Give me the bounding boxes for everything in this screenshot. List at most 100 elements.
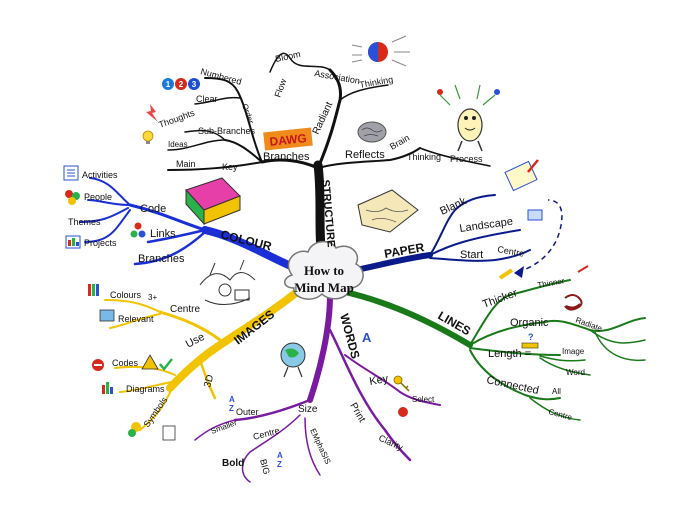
brain-icon [357, 121, 387, 143]
images-relevant: Relevant [118, 314, 154, 324]
lines-branch-lines [342, 279, 646, 421]
lines-length: Length = [488, 348, 531, 360]
colour-activities: Activities [82, 170, 118, 180]
lines-thicker: Thicker [481, 287, 519, 311]
colour-projects: Projects [84, 238, 117, 248]
colour-branches: Branches [138, 253, 185, 265]
projects-icon [65, 235, 81, 249]
checkmark-icon [159, 358, 173, 372]
images-colours: Colours [110, 290, 142, 300]
words-branch-lines [194, 292, 441, 483]
lines-radiate: Radiate [574, 315, 604, 333]
select-number-icon [398, 407, 408, 417]
structure-branches: Branches [263, 151, 310, 163]
sort-az-icon-outer: A Z [229, 395, 235, 413]
lines-image: Image [562, 347, 585, 356]
images-symbols: Symbols [141, 395, 169, 429]
no-entry-icon [92, 359, 104, 371]
association-head-icon [351, 35, 410, 67]
organic-swirl-icon [564, 294, 583, 311]
central-cloud: How to Mind Map [284, 240, 364, 300]
images-colours-num: 3+ [148, 293, 157, 302]
notepad-icon [504, 159, 539, 192]
key-icon [393, 375, 410, 392]
structure-thinking2: Thinking [407, 152, 441, 162]
colour-links: Links [150, 228, 176, 240]
sort-az-icon-centre: A Z [277, 451, 283, 469]
sketch-image-icon [199, 259, 256, 305]
svg-text:?: ? [528, 332, 534, 342]
lines-all: All [552, 387, 561, 396]
crayons-icon [88, 284, 99, 296]
words-outer: Outer [236, 407, 259, 417]
structure-main: Main [176, 159, 196, 169]
images-branch-lines [104, 284, 306, 431]
words-clarity: Clarity [377, 433, 405, 453]
label-colour: COLOUR [219, 227, 273, 253]
paper-arrowhead [514, 266, 524, 278]
images-use: Use [184, 331, 207, 351]
structure-ideas: Ideas [168, 140, 188, 149]
structure-sub-branches: Sub-Branches [198, 126, 256, 136]
label-structure: STRUCTURE [319, 179, 337, 248]
svg-text:Z: Z [229, 404, 234, 413]
central-title-line2: Mind Map [294, 280, 354, 295]
svg-text:DAWG: DAWG [269, 131, 308, 149]
paper-return-arrow [517, 199, 563, 273]
thinking-figure-icon [437, 84, 500, 152]
structure-numbered: Numbered [199, 66, 242, 87]
words-centre: Centre [252, 425, 281, 442]
warning-icon [141, 354, 159, 370]
structure-brain: Brain [388, 133, 411, 152]
structure-thoughts: Thoughts [157, 107, 196, 129]
label-paper: PAPER [383, 240, 426, 261]
lightning-icon [146, 104, 158, 122]
structure-thinking: Thinking [359, 74, 394, 90]
lines-centre: Centre [547, 407, 573, 422]
relevant-picture-icon [99, 309, 115, 322]
structure-branch-lines [167, 52, 491, 263]
links-dots-icon [130, 222, 146, 238]
svg-text:A: A [229, 395, 235, 404]
svg-text:2: 2 [179, 80, 184, 89]
clipboard-icon [162, 425, 176, 441]
paper-start: Start [460, 249, 483, 261]
structure-key: Key [222, 162, 238, 172]
images-diagrams: Diagrams [126, 384, 165, 394]
structure-reflects: Reflects [345, 149, 385, 161]
diagram-chart-icon [102, 382, 113, 394]
colour-code: Code [140, 203, 166, 215]
svg-text:Z: Z [277, 460, 282, 469]
svg-text:3: 3 [192, 80, 197, 89]
paper-map-icon [357, 189, 419, 233]
length-icon: ? [521, 332, 539, 349]
structure-order: Order [240, 103, 256, 126]
dawg-graphic: DAWG [263, 127, 313, 151]
images-3d: 3D [202, 374, 216, 389]
lines-word: Word [566, 368, 585, 377]
pencil-icon [498, 268, 514, 280]
structure-clear: Clear [196, 94, 218, 104]
label-images: IMAGES [231, 307, 277, 347]
words-size: Size [298, 404, 318, 415]
colour-themes: Themes [68, 217, 101, 227]
structure-flow: Flow [272, 77, 288, 99]
activities-list-icon [63, 165, 79, 181]
svg-text:A: A [277, 451, 283, 460]
words-select: Select [412, 395, 435, 404]
paper-blank: Blank [438, 195, 468, 218]
structure-process: Process [450, 154, 483, 164]
images-centre: Centre [170, 304, 200, 315]
lines-connected: Connected [485, 374, 540, 397]
globe-figure-icon [280, 342, 306, 378]
lines-organic: Organic [510, 317, 549, 329]
images-codes: Codes [112, 358, 139, 368]
paper-centre: Centre [497, 244, 525, 259]
central-title-line1: How to [304, 263, 344, 278]
lightbulb-icon [142, 130, 154, 144]
structure-bloom: Bloom [274, 49, 301, 64]
numbers-icon: 1 2 3 [162, 78, 200, 90]
thin-pencil-icon [577, 265, 589, 273]
